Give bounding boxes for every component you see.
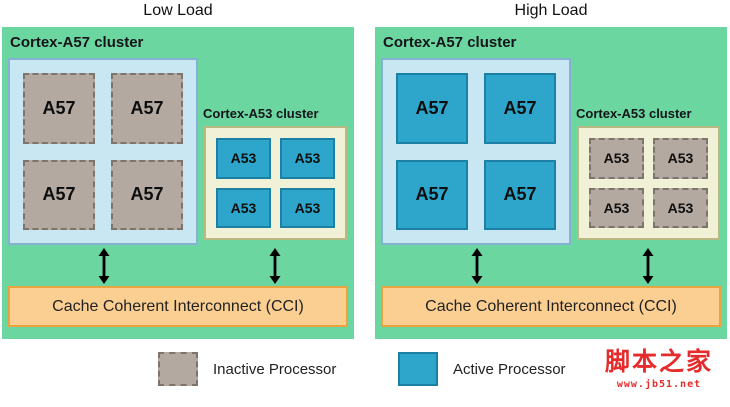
a53-cluster-label: Cortex-A53 cluster <box>203 106 319 121</box>
legend-label-inactive: Inactive Processor <box>213 360 337 378</box>
a57-core: A57 <box>396 73 468 144</box>
bidirectional-arrow-icon <box>269 248 281 284</box>
a53-core: A53 <box>589 138 644 179</box>
active-processor-swatch <box>398 352 438 386</box>
cci-bar: Cache Coherent Interconnect (CCI) <box>381 286 721 327</box>
a53-core: A53 <box>589 187 644 228</box>
a57-core: A57 <box>23 73 95 144</box>
a57-core: A57 <box>111 73 183 144</box>
a53-core: A53 <box>653 138 708 179</box>
legend-item-active: Active Processor <box>398 352 566 386</box>
watermark: 脚本之家 www.jb51.net <box>592 348 726 390</box>
a57-cluster-label: Cortex-A57 cluster <box>10 34 144 51</box>
low-load-panel: Cortex-A57 cluster A57 A57 A57 A57 Corte… <box>2 27 354 339</box>
bidirectional-arrow-icon <box>471 248 483 284</box>
legend-label-active: Active Processor <box>453 360 566 378</box>
a57-core: A57 <box>484 73 556 144</box>
a57-core: A57 <box>396 159 468 230</box>
a53-core: A53 <box>653 187 708 228</box>
inactive-processor-swatch <box>158 352 198 386</box>
a53-cluster-label: Cortex-A53 cluster <box>576 106 692 121</box>
high-load-panel: Cortex-A57 cluster A57 A57 A57 A57 Corte… <box>375 27 727 339</box>
panel-title-high-load: High Load <box>514 2 588 19</box>
a57-cluster-box: A57 A57 A57 A57 <box>381 58 571 245</box>
a53-core: A53 <box>216 138 271 179</box>
watermark-subtitle: www.jb51.net <box>616 378 702 390</box>
a57-cluster-box: A57 A57 A57 A57 <box>8 58 198 245</box>
a53-cluster-box: A53 A53 A53 A53 <box>577 126 720 240</box>
bidirectional-arrow-icon <box>98 248 110 284</box>
legend-item-inactive: Inactive Processor <box>158 352 336 386</box>
a57-core: A57 <box>111 159 183 230</box>
a53-cluster-box: A53 A53 A53 A53 <box>204 126 347 240</box>
watermark-title: 脚本之家 <box>604 348 713 376</box>
a57-core: A57 <box>484 159 556 230</box>
a53-core: A53 <box>280 138 335 179</box>
a53-core: A53 <box>280 187 335 228</box>
panel-title-low-load: Low Load <box>143 2 213 19</box>
a57-cluster-label: Cortex-A57 cluster <box>383 34 517 51</box>
cci-bar: Cache Coherent Interconnect (CCI) <box>8 286 348 327</box>
a57-core: A57 <box>23 159 95 230</box>
a53-core: A53 <box>216 187 271 228</box>
bidirectional-arrow-icon <box>642 248 654 284</box>
